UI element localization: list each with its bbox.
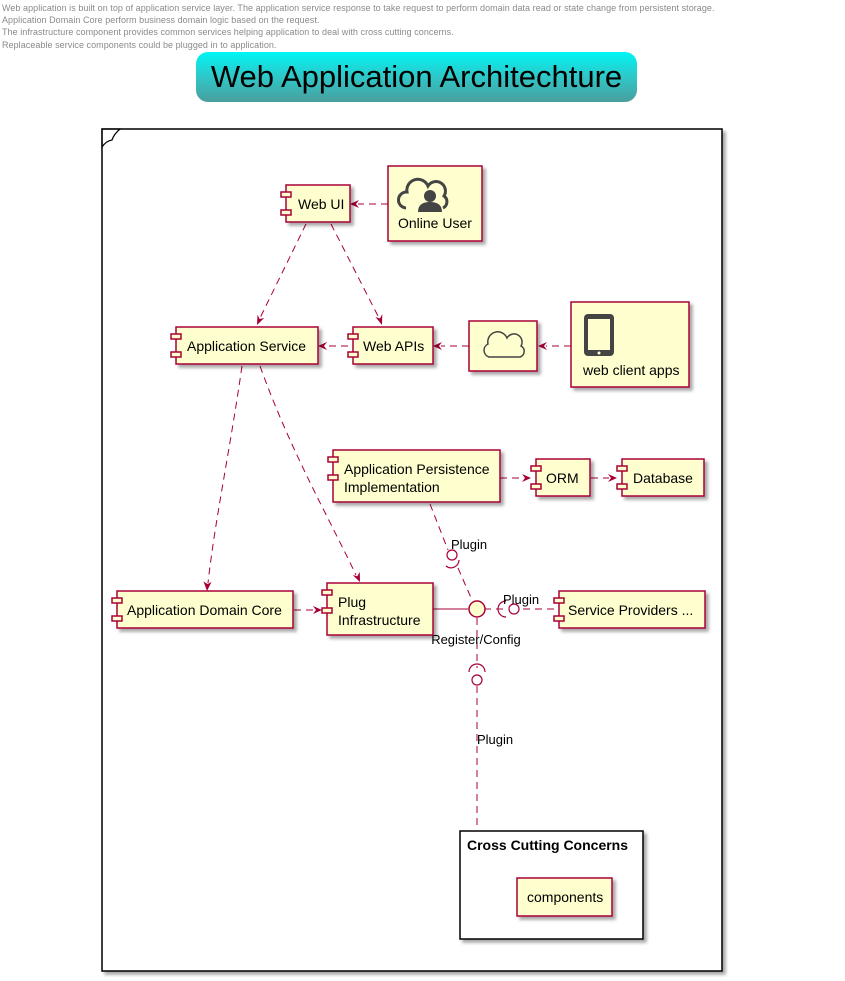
persistence-label-line1: Application Persistence bbox=[344, 461, 490, 477]
edge-persistence-plugin bbox=[429, 503, 449, 551]
register-config-interface bbox=[468, 600, 486, 618]
edge-webui-webapis bbox=[330, 223, 380, 319]
plugin-label-service: Plugin bbox=[503, 592, 539, 607]
tablet-icon bbox=[584, 314, 614, 356]
caption-line: The infrastructure component provides co… bbox=[2, 27, 454, 38]
edge-appservice-domaincore bbox=[207, 365, 243, 584]
caption-line: Application Domain Core perform business… bbox=[2, 15, 320, 26]
domain-core-label: Application Domain Core bbox=[127, 602, 282, 618]
persistence-label-line2: Implementation bbox=[344, 479, 440, 495]
plug-label-line2: Infrastructure bbox=[338, 612, 421, 628]
plugin-label-persistence: Plugin bbox=[451, 537, 487, 552]
cloud-user-icon bbox=[397, 177, 449, 212]
application-service-component: Application Service bbox=[170, 326, 319, 365]
edge-persistence-plugin-lower bbox=[457, 567, 473, 601]
web-apis-component: Web APIs bbox=[347, 326, 434, 365]
application-service-label: Application Service bbox=[187, 338, 306, 354]
orm-label: ORM bbox=[546, 470, 579, 486]
application-persistence-component: Application Persistence Implementation bbox=[327, 449, 501, 503]
socket-persistence bbox=[446, 549, 458, 561]
socket-cross bbox=[471, 674, 483, 686]
register-config-label: Register/Config bbox=[431, 632, 521, 647]
socket-service bbox=[508, 603, 520, 615]
orm-component: ORM bbox=[530, 458, 591, 497]
internet-cloud-node bbox=[468, 320, 538, 372]
web-ui-component: Web UI bbox=[280, 184, 351, 223]
web-client-apps-label: web client apps bbox=[582, 362, 680, 378]
plugin-label-cross: Plugin bbox=[477, 732, 513, 747]
application-domain-core-component: Application Domain Core bbox=[111, 590, 294, 629]
diagram-title: Web Application Architechture bbox=[196, 52, 637, 102]
database-component: Database bbox=[616, 458, 705, 497]
service-providers-component: Service Providers ... bbox=[553, 590, 706, 629]
service-providers-label: Service Providers ... bbox=[568, 602, 693, 618]
diagram-caption: Web application is built on top of appli… bbox=[2, 2, 843, 51]
web-ui-label: Web UI bbox=[298, 196, 344, 212]
database-label: Database bbox=[633, 470, 693, 486]
components-node: components bbox=[516, 877, 613, 917]
components-label: components bbox=[527, 889, 603, 905]
edge-appservice-plug bbox=[259, 365, 357, 576]
plug-infrastructure-component: Plug Infrastructure bbox=[321, 582, 434, 636]
online-user-node: Online User bbox=[387, 165, 483, 242]
online-user-label: Online User bbox=[398, 215, 472, 231]
caption-line: Web application is built on top of appli… bbox=[2, 3, 715, 13]
cross-cutting-concerns-package: Cross Cutting Concerns components bbox=[459, 830, 644, 940]
plug-label-line1: Plug bbox=[338, 594, 366, 610]
edges bbox=[203, 200, 617, 830]
edge-webui-appservice bbox=[259, 223, 307, 319]
web-apis-label: Web APIs bbox=[363, 338, 424, 354]
web-client-apps-node: web client apps bbox=[570, 301, 690, 388]
cloud-icon bbox=[483, 331, 525, 358]
cross-cutting-label: Cross Cutting Concerns bbox=[467, 837, 628, 853]
caption-line: Replaceable service components could be … bbox=[2, 39, 277, 50]
